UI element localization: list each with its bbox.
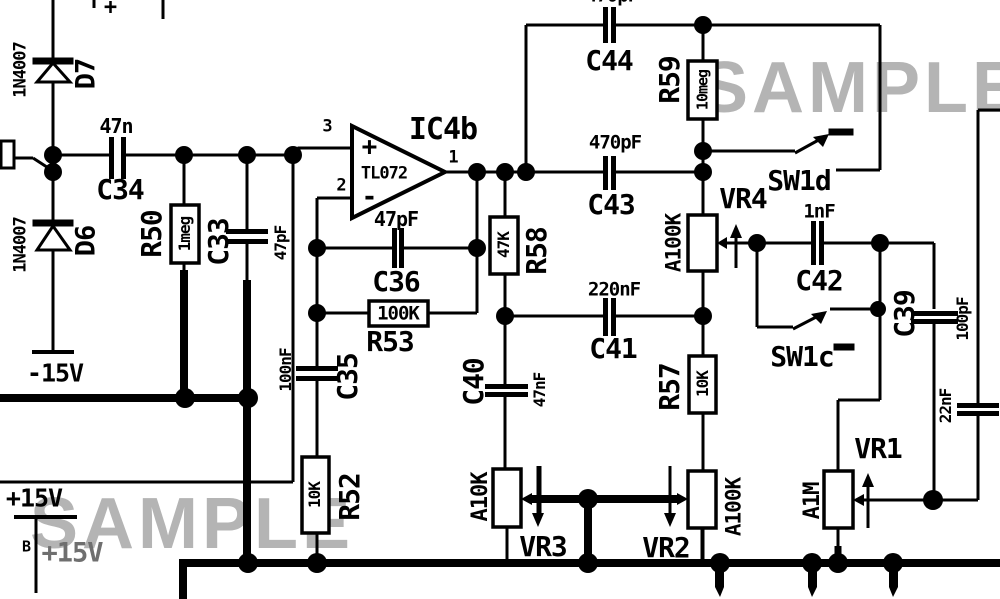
d6-name-label: D6 — [70, 225, 102, 257]
vr3-name-label: VR3 — [519, 530, 568, 563]
c36-value-label: 47pF — [373, 207, 419, 231]
c39-value-label: 100pF — [953, 297, 972, 341]
r59-resistor — [686, 59, 719, 121]
pos15v-label-bottom: +15V — [41, 537, 103, 569]
d6-part-label: 1N4007 — [10, 217, 31, 273]
opamp-pin1-label: 1 — [448, 147, 458, 168]
c41-value-label: 220nF — [587, 278, 641, 301]
r57-name-label: R57 — [653, 363, 686, 411]
opamp-pin3-label: 3 — [322, 116, 332, 137]
vr1-value-label: A1M — [800, 482, 825, 520]
sw1c-arm-arrow — [811, 311, 827, 324]
c22n-capacitor — [957, 403, 999, 408]
c22n-value-label: 22nF — [936, 388, 955, 424]
vr3-down-arrow — [532, 513, 544, 527]
r50-value-label: 1meg — [175, 216, 194, 252]
c35-capacitor — [296, 366, 338, 371]
c39-name-label: C39 — [888, 290, 921, 338]
r53-name-label: R53 — [366, 325, 415, 358]
pin-b-label: B — [21, 537, 31, 556]
opamp-symbol — [350, 122, 450, 222]
input-jack — [0, 139, 16, 170]
c40-capacitor — [485, 384, 528, 389]
d7-name-label: D7 — [70, 58, 102, 90]
r58-name-label: R58 — [520, 227, 553, 275]
c42-value-label: 1nF — [803, 200, 835, 223]
sw1d-label: SW1d — [767, 164, 831, 197]
vr4-value-label: A100K — [661, 213, 686, 273]
c36-capacitor — [392, 228, 397, 268]
opamp-minus-sign: - — [361, 182, 378, 212]
d7-part-label: 1N4007 — [10, 42, 31, 98]
sw1d-arm-arrow — [813, 134, 829, 147]
sample-watermark-bottom: SAMPLE — [30, 484, 355, 564]
c44-name-label: C44 — [585, 44, 634, 77]
c44-value-label: 470pF — [586, 0, 639, 6]
c34-name-label: C34 — [96, 173, 145, 206]
vr2-value-label: A100K — [721, 477, 746, 537]
junction-dots — [44, 16, 943, 573]
r59-value-label: 10meg — [693, 69, 712, 111]
r58-value-label: 47K — [494, 232, 513, 258]
vr2-name-label: VR2 — [642, 531, 691, 564]
r50-name-label: R50 — [135, 210, 168, 258]
r59-name-label: R59 — [653, 56, 686, 104]
r53-resistor — [367, 299, 430, 328]
r52-value-label: 10K — [305, 482, 324, 508]
opamp-pin2-label: 2 — [336, 175, 346, 196]
c40-name-label: C40 — [457, 358, 490, 406]
vr4-up-arrow — [730, 224, 742, 238]
c39-capacitor — [911, 311, 958, 316]
vr2-wiper-arrow — [677, 493, 688, 505]
vr3-wiper-arrow — [521, 493, 532, 505]
c34-value-label: 47n — [99, 114, 133, 138]
c41-name-label: C41 — [589, 332, 638, 365]
vr2-potentiometer — [686, 469, 718, 530]
r50-resistor — [169, 203, 201, 265]
r53-value-label: 100K — [377, 302, 420, 325]
vr3-value-label: A10K — [468, 472, 493, 522]
plus-fragment: + — [103, 0, 117, 20]
c42-name-label: C42 — [795, 264, 844, 297]
vr1-wiper-arrow — [853, 494, 864, 506]
vr4-wiper-arrow — [717, 237, 727, 249]
c35-value-label: 100nF — [276, 348, 295, 392]
sample-watermark-top: SAMPLE — [700, 48, 1000, 128]
vr1-potentiometer — [822, 469, 855, 530]
c41-capacitor — [603, 298, 608, 336]
c33-name-label: C33 — [202, 218, 235, 266]
c43-value-label: 470pF — [588, 131, 642, 154]
r58-resistor — [488, 215, 520, 276]
pos15v-label-top: +15V — [5, 483, 63, 513]
vr2-down-arrow — [664, 513, 676, 527]
opamp-name-label: IC4b — [408, 112, 478, 147]
sw1c-label: SW1c — [770, 340, 834, 373]
c35-name-label: C35 — [331, 353, 364, 401]
c33-capacitor — [226, 229, 268, 234]
vr4-name-label: VR4 — [719, 182, 768, 215]
c40-value-label: 47nF — [530, 372, 549, 408]
c33-value-label: 47pF — [271, 225, 290, 261]
r57-resistor — [687, 354, 718, 415]
neg15v-rail — [32, 350, 74, 354]
r57-value-label: 10K — [693, 371, 712, 397]
opamp-part-label: TL072 — [360, 163, 408, 184]
c43-name-label: C43 — [587, 188, 636, 221]
c36-name-label: C36 — [372, 265, 421, 298]
c42-capacitor — [811, 221, 816, 265]
neg15v-label: -15V — [26, 358, 84, 388]
c43-capacitor — [603, 156, 608, 190]
pos15v-rail — [14, 515, 77, 519]
opamp-plus-sign: + — [361, 132, 378, 162]
vr4-potentiometer — [686, 213, 719, 273]
vr3-potentiometer — [491, 467, 523, 529]
r52-resistor — [300, 455, 331, 535]
vr1-name-label: VR1 — [854, 432, 903, 465]
vr1-up-arrow — [862, 473, 874, 487]
c44-capacitor — [603, 7, 608, 43]
r52-name-label: R52 — [333, 473, 366, 521]
c34-capacitor — [109, 137, 114, 179]
